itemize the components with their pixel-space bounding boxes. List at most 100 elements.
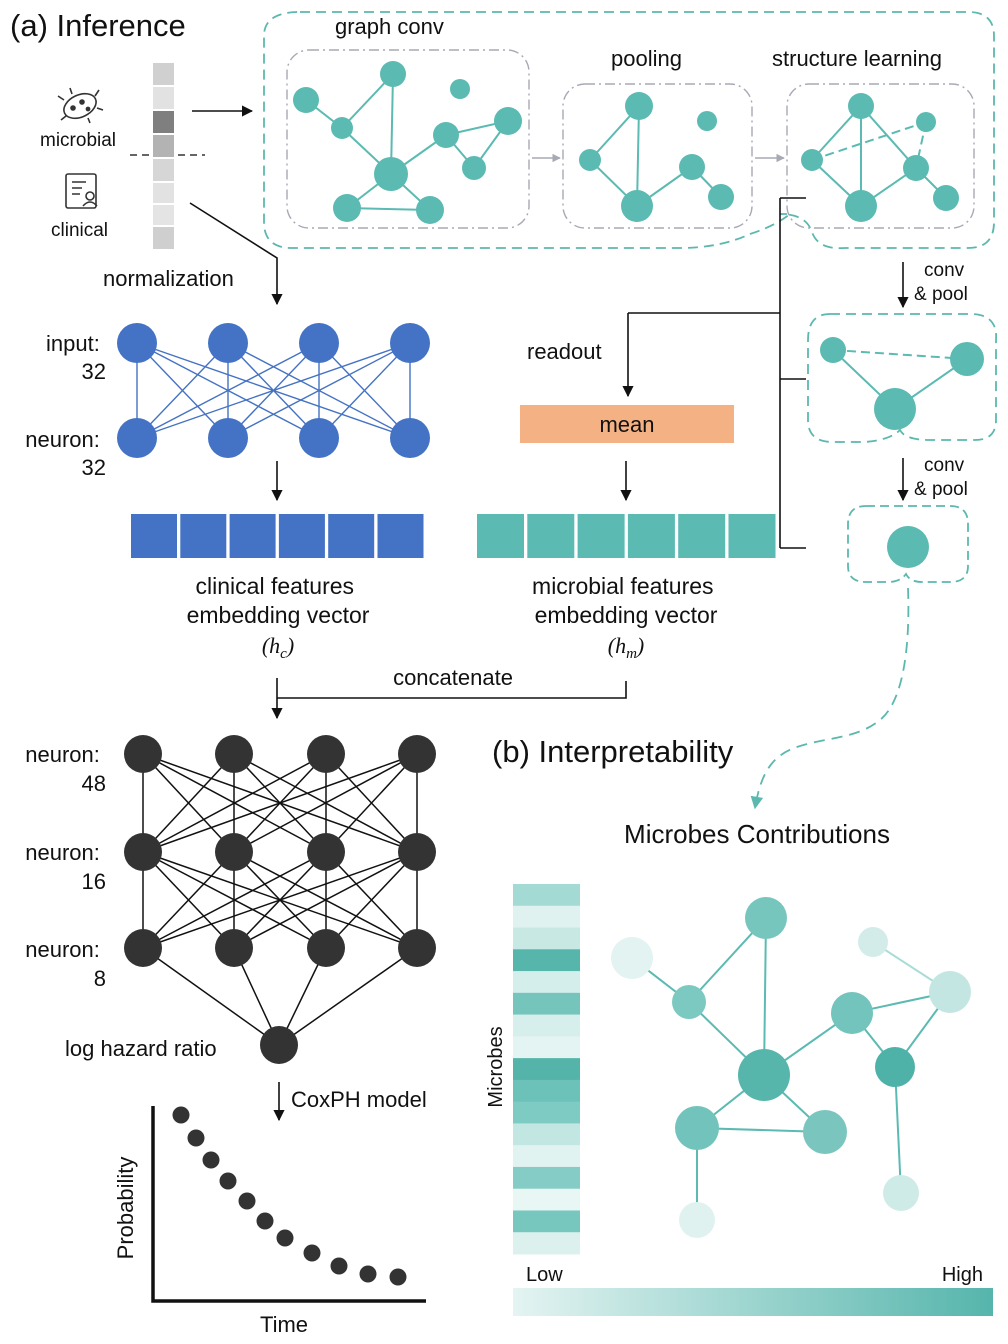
microbial-embedding-cell [527,514,575,558]
head-mlp-edge [142,851,418,949]
clinical-embedding-cell [377,514,424,558]
log-hazard-ratio-label: log hazard ratio [65,1036,217,1061]
microbial-embedding-cell [577,514,625,558]
clinical-mlp-neuron [117,323,157,363]
head-mlp-neuron [215,735,253,773]
coxph-label: CoxPH model [291,1087,427,1112]
clinical-embedding-symbol: (hc) [262,633,294,662]
scale-low-label: Low [526,1264,563,1286]
graph-conv-graph [286,49,530,229]
contribution-color-scale [513,1288,993,1316]
survival-xlabel: Time [260,1312,308,1337]
log-hazard-ratio-node [260,1026,298,1064]
clinical-embedding-caption: clinical features embedding vector [187,573,370,628]
structure-learning-label: structure learning [772,46,942,71]
microbe-contribution-cell [513,949,580,972]
survival-point [330,1257,348,1275]
survival-point [172,1106,190,1124]
survival-axes [151,1106,426,1303]
head-mlp-neuron [215,929,253,967]
clinical-mlp [117,323,430,458]
conv-pool-2-label: conv & pool [914,455,969,500]
head-mlp-edge [142,947,280,1046]
microbial-embedding-cell [728,514,776,558]
clinical-mlp-edge [136,342,320,439]
survival-points [172,1106,407,1286]
clinical-embedding-cell [131,514,177,558]
survival-ylabel: Probability [113,1157,138,1260]
clinical-mlp-edge [318,342,411,439]
clinical-embedding-cell [328,514,375,558]
head-l2-label: neuron: 16 [25,840,106,894]
survival-point [256,1212,274,1230]
head-mlp-edge [325,851,418,949]
microbe-contribution-cell [513,1079,580,1103]
head-mlp-edge [142,753,418,853]
survival-point [238,1192,256,1210]
head-mlp-edge [233,851,418,949]
gnn-pipeline-frame [263,11,995,250]
clinical-mlp-edge [136,342,229,439]
microbe-contribution-cell [513,1058,580,1081]
head-mlp-edge [278,947,418,1046]
microbial-embedding-cell [627,514,675,558]
coarse-graph-2 [847,505,969,583]
head-mlp-neuron [307,735,345,773]
microbe-contribution-cell [513,1188,580,1211]
readout-label: readout [527,339,602,364]
panel-a-title: (a) Inference [10,8,186,43]
head-mlp-edge [142,753,235,853]
clinical-mlp-neuron [208,418,248,458]
clinical-neuron-label: neuron: 32 [25,427,106,480]
mean-block [520,405,734,443]
head-mlp-neuron [307,833,345,871]
microbe-contribution-cell [513,884,580,907]
arrow-normalization [189,202,283,306]
microbe-contribution-cell [513,1014,580,1037]
clinical-embedding-cell [278,514,325,558]
survival-point [219,1172,237,1190]
conv-pool-1-label: conv & pool [914,260,969,305]
microbial-embedding-cell [678,514,726,558]
head-mlp-neuron [124,929,162,967]
interpretability-link [750,587,910,810]
concatenate-connector [277,681,627,699]
clinical-mlp-neuron [390,418,430,458]
mean-label: mean [599,412,654,437]
microbe-contribution-cell [513,927,580,950]
pooling-label: pooling [611,46,682,71]
panel-b-subtitle: Microbes Contributions [624,819,890,849]
head-mlp-edge [142,851,235,949]
normalization-label: normalization [103,266,234,291]
clinical-mlp-neuron [117,418,157,458]
head-mlp-neuron [124,833,162,871]
head-l3-label: neuron: 8 [25,937,106,991]
microbial-embedding-caption: microbial features embedding vector [532,573,720,628]
survival-point [202,1151,220,1169]
microbial-embedding-symbol: (hm) [608,633,645,662]
microbial-label: microbial [40,130,116,151]
microbe-contribution-column [513,884,580,1255]
head-mlp-neuron [398,735,436,773]
microbe-contribution-cell [513,992,580,1016]
clinical-mlp-neuron [299,418,339,458]
structure-learning-graph [786,83,975,229]
head-mlp-edge [142,851,327,949]
survival-plot: Time Probability [113,1106,426,1337]
head-mlp-edge [233,753,418,853]
head-mlp-edge [325,753,418,853]
graph-conv-label: graph conv [335,14,444,39]
head-mlp-neuron [307,929,345,967]
input-feature-column [153,63,174,249]
microbe-contribution-cell [513,1210,580,1233]
clinical-mlp-neuron [299,323,339,363]
head-mlp [124,735,436,1064]
clinical-mlp-edge [136,342,411,439]
head-l1-label: neuron: 48 [25,742,106,796]
microbe-icon [57,87,104,124]
readout-connector [628,197,806,549]
survival-point [276,1229,294,1247]
head-mlp-neuron [124,735,162,773]
head-mlp-edge [142,753,327,853]
microbe-contribution-cell [513,1166,580,1190]
